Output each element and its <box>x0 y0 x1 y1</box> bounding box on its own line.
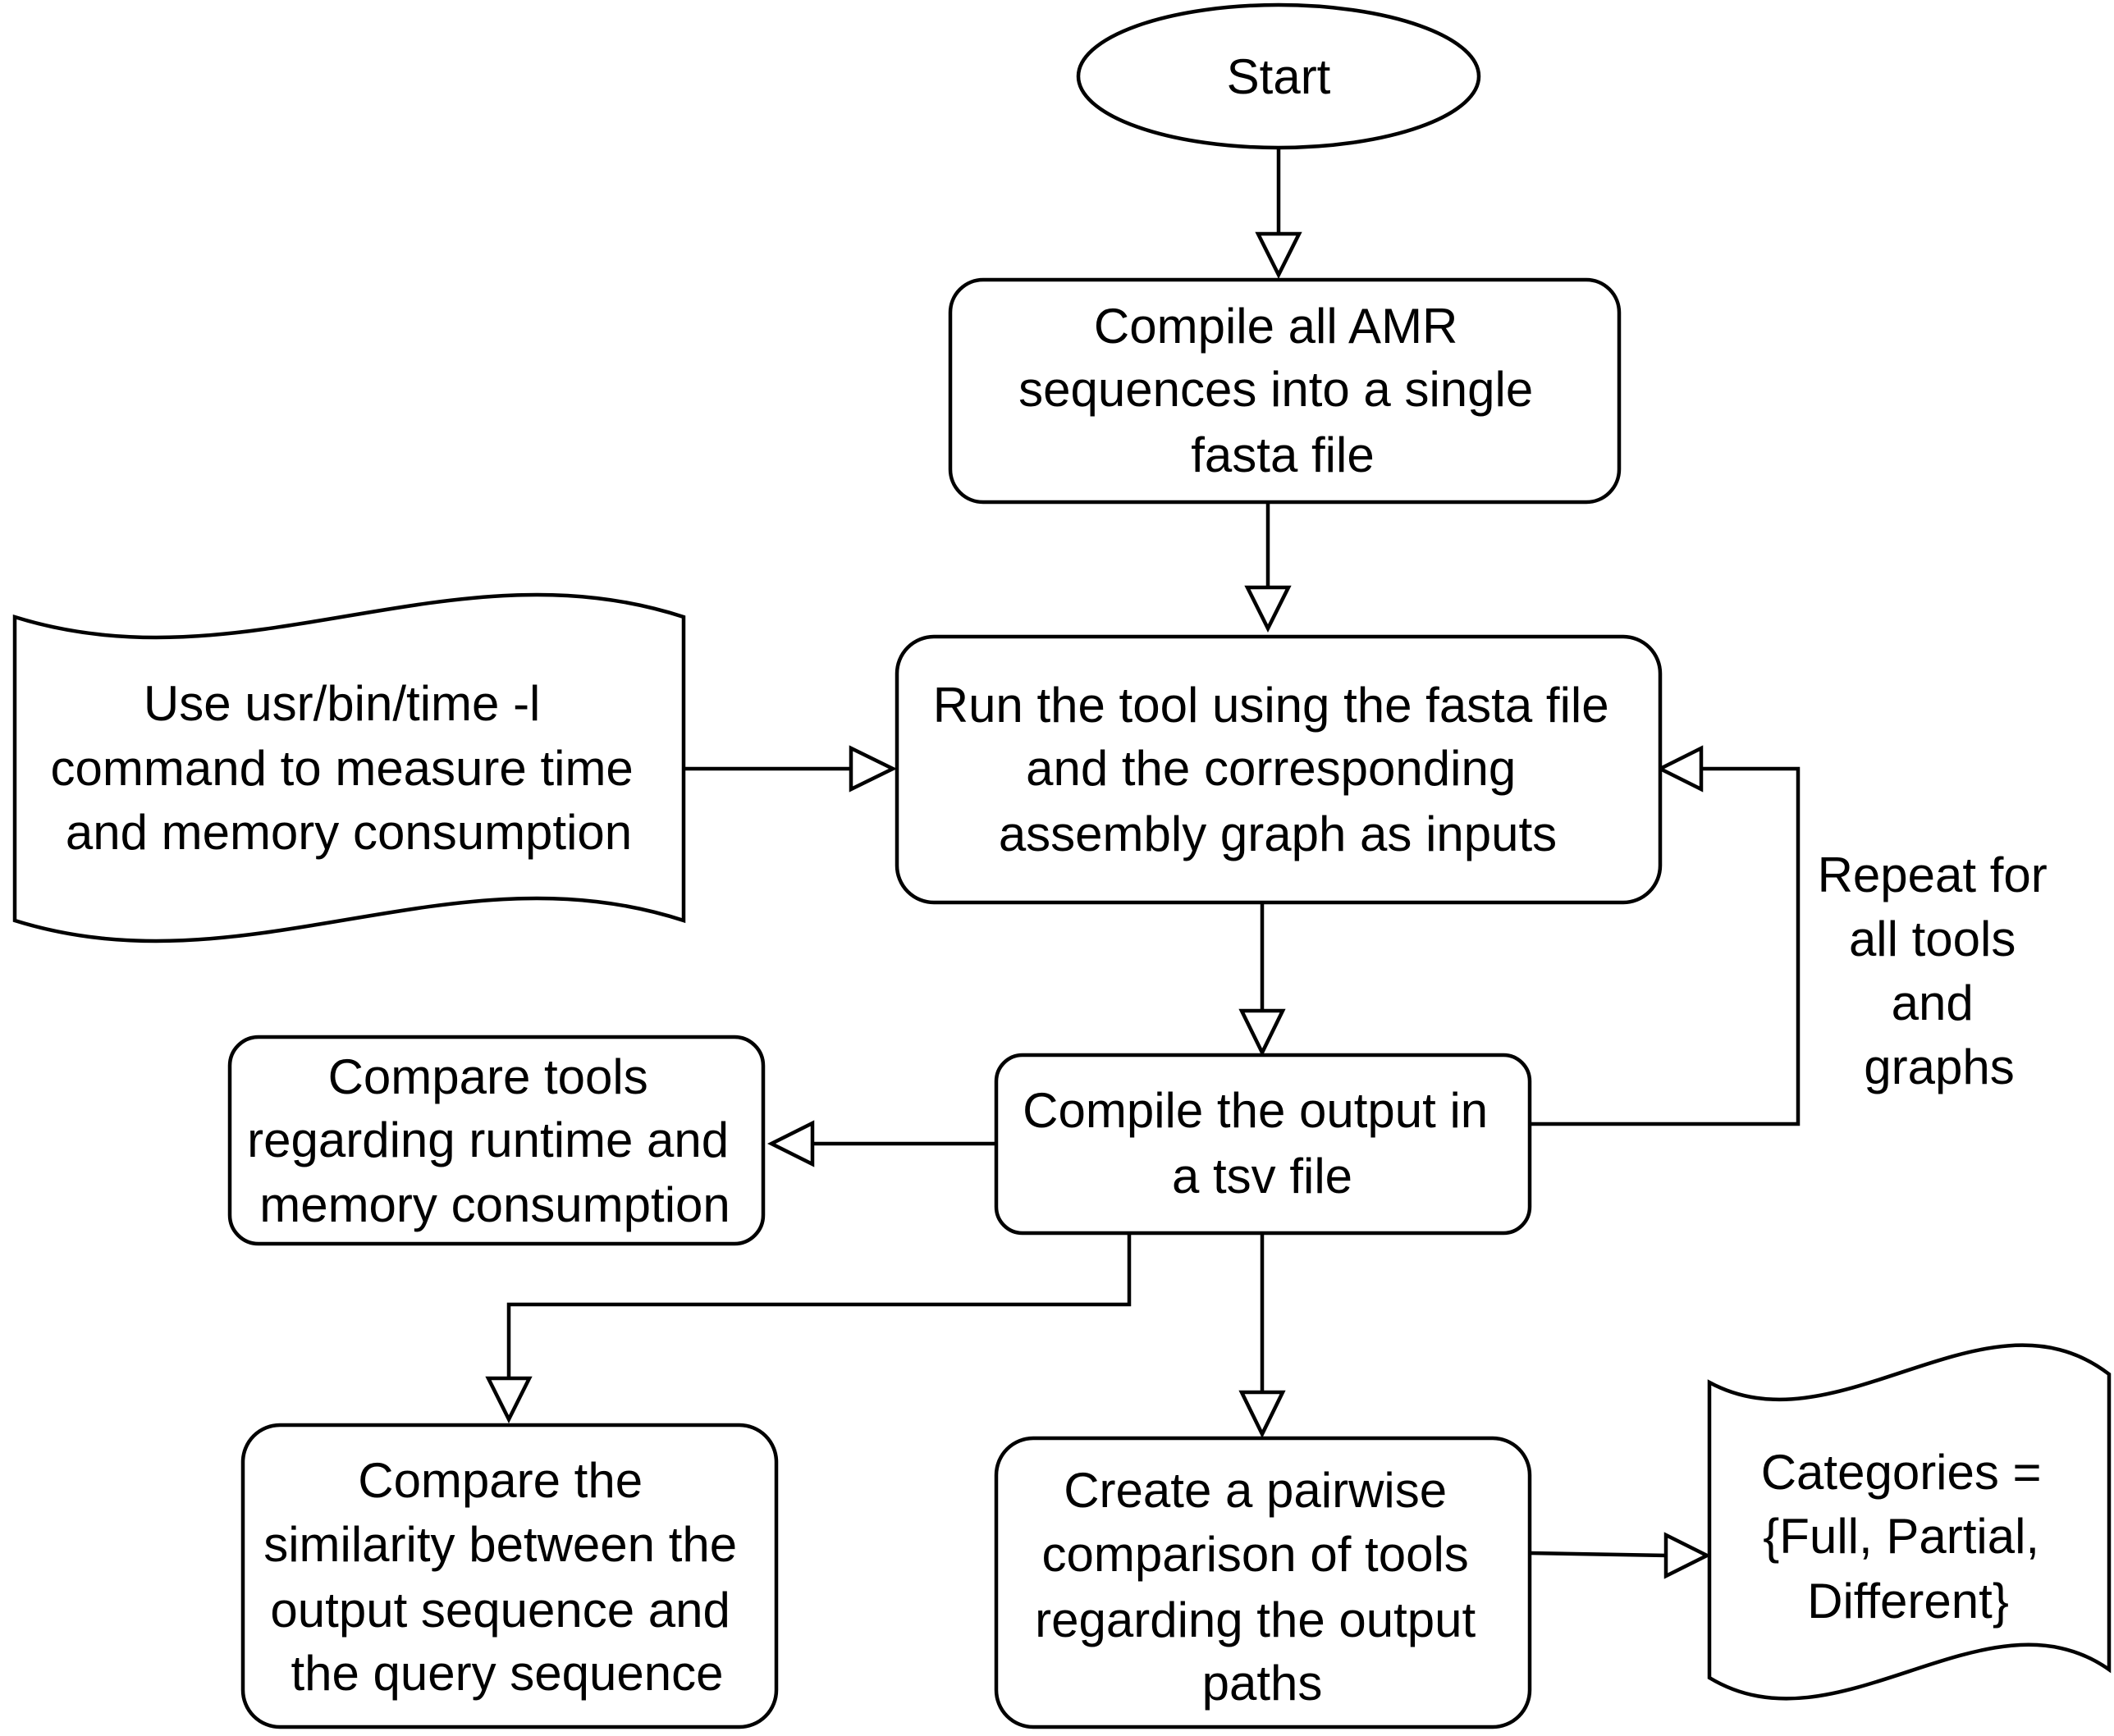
arrowhead-time-to-run <box>849 745 898 793</box>
pairwise-comparison-label: Create a pairwise comparison of tools re… <box>1035 1463 1489 1711</box>
compare-similarity-node: Compare the similarity between the outpu… <box>240 1423 779 1729</box>
arrowhead-start-to-compile <box>1255 231 1302 280</box>
time-command-node: Use usr/bin/time -l command to measure t… <box>12 592 686 943</box>
compare-similarity-label: Compare the similarity between the outpu… <box>263 1453 751 1701</box>
edge-pairwise-to-categories <box>1529 1551 1668 1558</box>
compile-sequences-label: Compile all AMR sequences into a single … <box>1018 299 1547 482</box>
run-tool-node: Run the tool using the fasta file and th… <box>895 634 1663 905</box>
compile-output-node: Compile the output in a tsv file <box>994 1053 1532 1236</box>
compare-runtime-label: Compare tools regarding runtime and memo… <box>247 1049 743 1232</box>
repeat-loop-label: Repeat for all tools and graphs <box>1818 847 2061 1094</box>
arrowhead-output-to-similarity <box>485 1376 533 1424</box>
arrowhead-output-to-pairwise <box>1238 1390 1286 1439</box>
compile-sequences-node: Compile all AMR sequences into a single … <box>948 277 1622 505</box>
arrowhead-pairwise-to-categories <box>1663 1532 1712 1579</box>
categories-node: Categories = {Full, Partial, Different} <box>1707 1343 2112 1701</box>
start-node: Start <box>1076 2 1481 150</box>
start-label: Start <box>1227 49 1331 104</box>
time-command-label: Use usr/bin/time -l command to measure t… <box>51 676 647 860</box>
run-tool-label: Run the tool using the fasta file and th… <box>933 678 1623 861</box>
categories-label: Categories = {Full, Partial, Different} <box>1761 1445 2056 1629</box>
arrowhead-compile-to-run <box>1244 585 1292 633</box>
compare-runtime-node: Compare tools regarding runtime and memo… <box>227 1035 766 1246</box>
arrowhead-output-to-runtime <box>766 1120 815 1167</box>
pairwise-comparison-node: Create a pairwise comparison of tools re… <box>994 1436 1532 1729</box>
arrowhead-run-to-output <box>1238 1008 1286 1058</box>
arrowhead-repeat-loop <box>1655 745 1704 793</box>
edge-repeat-loop <box>1530 766 1801 1126</box>
edge-output-to-similarity <box>506 1233 1132 1382</box>
compile-output-label: Compile the output in a tsv file <box>1023 1083 1502 1204</box>
